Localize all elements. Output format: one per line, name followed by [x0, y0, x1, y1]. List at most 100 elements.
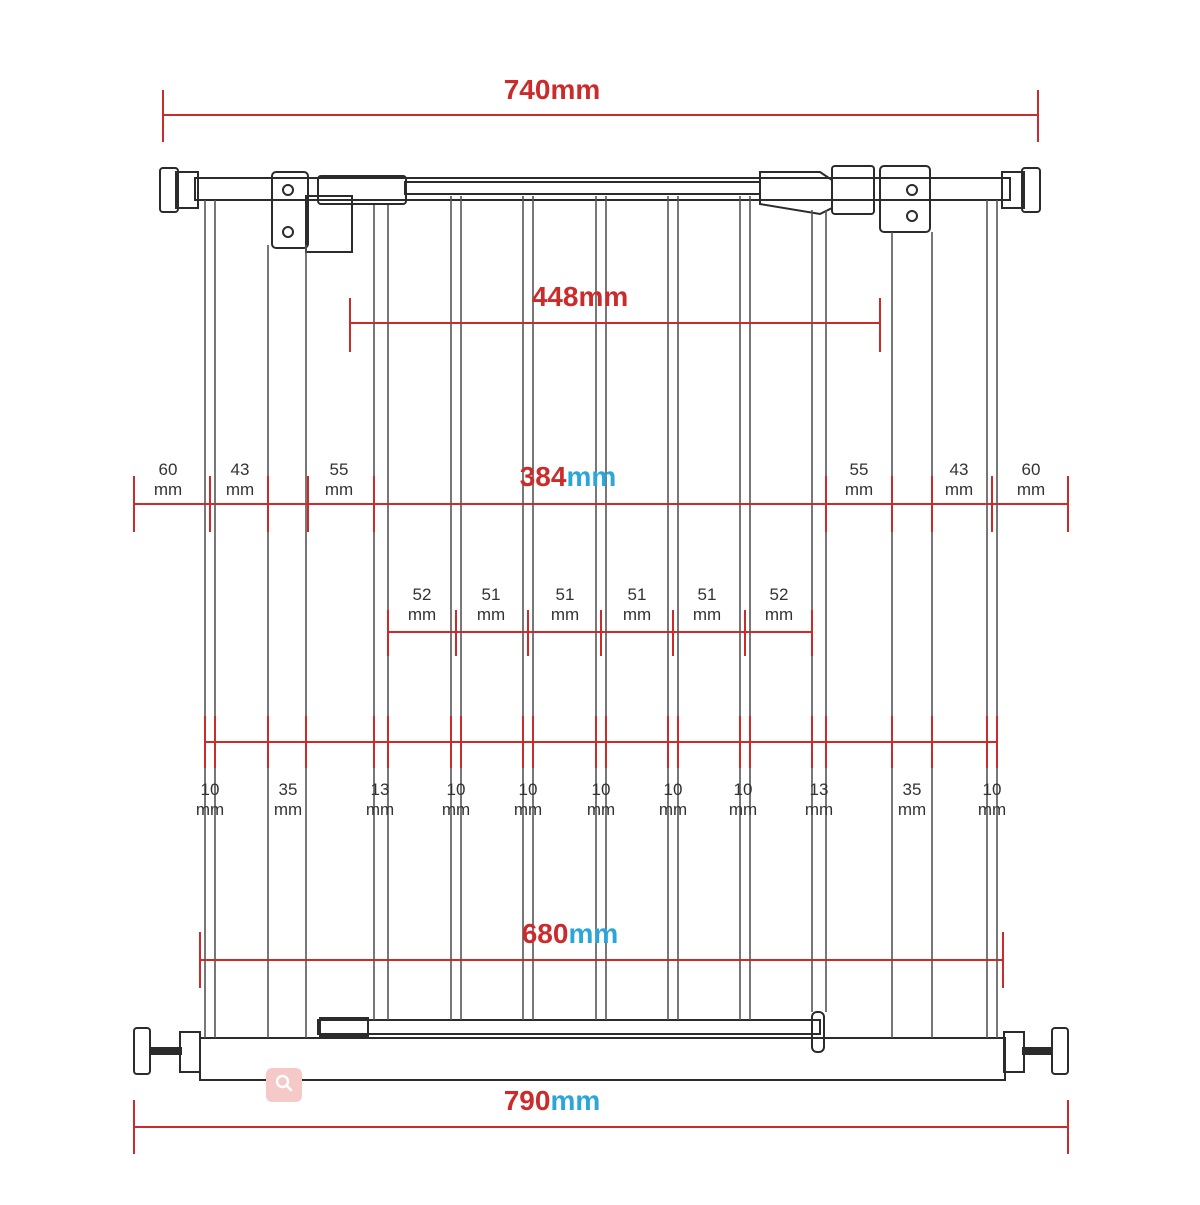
- dimension-lines: [133, 90, 1069, 1154]
- door-bottom-rail: [317, 1019, 821, 1035]
- pressure-knob-bottom-right: [1051, 1027, 1069, 1075]
- bottom-latch-pin: [811, 1011, 825, 1053]
- hinge-screw: [282, 226, 294, 238]
- door-top-rail: [404, 181, 761, 195]
- bar-width-label-value: 10: [592, 780, 611, 799]
- side-spacing-label-value: 60: [1022, 460, 1041, 479]
- side-spacing-label-unit: mm: [325, 480, 353, 499]
- bar-width-label-unit: mm: [274, 800, 302, 819]
- bar-spacing-label-value: 51: [556, 585, 575, 604]
- bottom-hinge: [319, 1017, 369, 1037]
- side-spacing-label-value: 43: [231, 460, 250, 479]
- hinge-cap-left: [317, 175, 407, 205]
- side-spacing-label-value: 55: [850, 460, 869, 479]
- bar-width-label-value: 13: [371, 780, 390, 799]
- dim-label-door: 448mm: [532, 281, 629, 312]
- gate-frame: [133, 165, 1069, 1081]
- side-spacing-label-unit: mm: [226, 480, 254, 499]
- dim-label-inner: 384mm: [520, 461, 617, 492]
- pressure-nut-top-right: [1001, 171, 1025, 209]
- bar-spacing-ticks: [387, 610, 813, 656]
- bar-width-label-value: 10: [983, 780, 1002, 799]
- bar-width-label-unit: mm: [805, 800, 833, 819]
- bar-spacing-label-value: 51: [482, 585, 501, 604]
- dim-label-bottom: 790mm: [504, 1085, 601, 1116]
- bar-spacing-label-unit: mm: [477, 605, 505, 624]
- magnifier-icon: [274, 1073, 294, 1098]
- zoom-button[interactable]: [266, 1068, 302, 1102]
- pressure-knob-bottom-left: [133, 1027, 151, 1075]
- bar-spacing-label-unit: mm: [551, 605, 579, 624]
- hinge-body-left: [305, 195, 353, 253]
- side-spacing-label-value: 60: [159, 460, 178, 479]
- bar-width-label-unit: mm: [659, 800, 687, 819]
- bar-width-label-unit: mm: [978, 800, 1006, 819]
- bar-spacing-label-value: 51: [698, 585, 717, 604]
- bar-width-label-unit: mm: [898, 800, 926, 819]
- bar-width-label-value: 10: [734, 780, 753, 799]
- side-spacing-label-unit: mm: [1017, 480, 1045, 499]
- bar-spacing-label-unit: mm: [623, 605, 651, 624]
- side-spacing-ticks: [133, 476, 1069, 532]
- bar-width-label-unit: mm: [366, 800, 394, 819]
- pressure-nut-top-left: [175, 171, 199, 209]
- side-spacing-label-unit: mm: [154, 480, 182, 499]
- bar-width-label-value: 35: [279, 780, 298, 799]
- bar-spacing-label-value: 52: [413, 585, 432, 604]
- bar-width-label-value: 10: [519, 780, 538, 799]
- bottom-rail: [199, 1037, 1006, 1081]
- side-spacing-label-unit: mm: [945, 480, 973, 499]
- pressure-nut-bottom-right: [1003, 1031, 1025, 1073]
- pressure-nut-bottom-left: [179, 1031, 201, 1073]
- latch-screw: [906, 210, 918, 222]
- vertical-bars: [204, 196, 998, 1038]
- bar-width-label-value: 10: [664, 780, 683, 799]
- pressure-knob-top-left: [159, 167, 179, 213]
- pressure-knob-top-right: [1021, 167, 1041, 213]
- bar-width-label-unit: mm: [587, 800, 615, 819]
- dim-label-lower: 680mm: [522, 918, 619, 949]
- bar-width-label-unit: mm: [514, 800, 542, 819]
- bar-width-label-unit: mm: [729, 800, 757, 819]
- bar-width-label-unit: mm: [442, 800, 470, 819]
- bar-width-label-value: 10: [201, 780, 220, 799]
- bar-width-label-value: 35: [903, 780, 922, 799]
- dim-label-top: 740mm: [504, 74, 601, 105]
- bar-spacing-label-value: 52: [770, 585, 789, 604]
- top-rail: [194, 177, 1011, 201]
- bar-spacing-label-value: 51: [628, 585, 647, 604]
- bar-spacing-label-unit: mm: [408, 605, 436, 624]
- latch-lock: [831, 165, 875, 215]
- bar-width-label-value: 10: [447, 780, 466, 799]
- side-spacing-label-value: 55: [330, 460, 349, 479]
- bar-spacing-label-unit: mm: [693, 605, 721, 624]
- bar-spacing-label-unit: mm: [765, 605, 793, 624]
- latch-screw: [906, 184, 918, 196]
- side-spacing-label-value: 43: [950, 460, 969, 479]
- hinge-bracket-left: [271, 171, 309, 249]
- hinge-screw: [282, 184, 294, 196]
- side-spacing-label-unit: mm: [845, 480, 873, 499]
